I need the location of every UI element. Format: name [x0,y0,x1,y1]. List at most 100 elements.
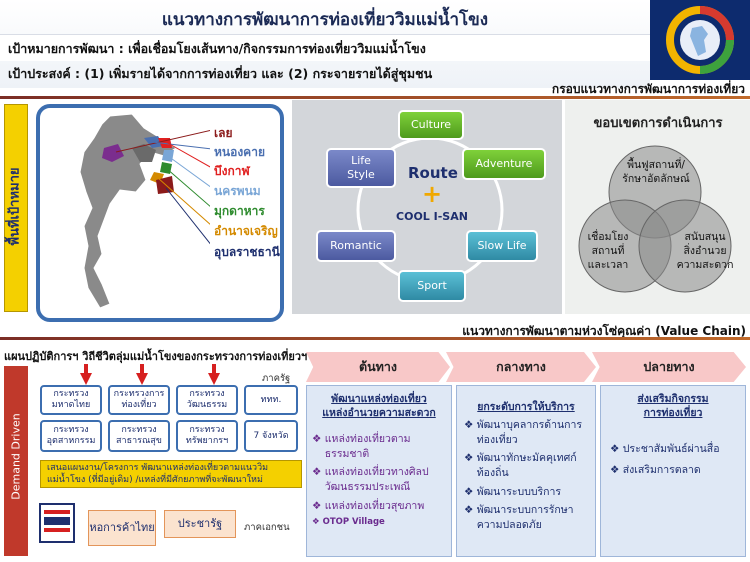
node-romantic: Romantic [316,230,396,262]
downstream-heading-line1: ส่งเสริมกิจกรรม [637,393,709,405]
node-life-style-line1: Life [351,154,371,168]
list-item: ❖ แหล่งท่องเที่ยวสุขภาพ [312,499,425,512]
target-area-tab [4,104,28,312]
down-arrow-icon [80,373,92,385]
province-bueng-kan: บึงกาฬ [214,164,250,178]
circle-restore-line2: รักษาอัตลักษณ์ [622,173,690,186]
ministry-box: กระทรวงอุตสาหกรรม [40,420,102,452]
downstream-heading: ส่งเสริมกิจกรรม การท่องเที่ยว [600,392,746,420]
stage-upstream: ต้นทาง [306,352,450,382]
private-sector-label: ภาคเอกชน [244,522,290,533]
node-sport: Sport [398,270,466,302]
province-mukdahan: มุกดาหาร [214,204,265,218]
thai-flag-icon [39,503,75,543]
bullet-icon: ❖ [312,499,325,512]
bullet-icon: ❖ [312,517,323,528]
circle-restore-line1: พื้นฟูสถานที่/ [627,159,685,171]
downstream-heading-line2: การท่องเที่ยว [643,407,703,420]
bullet-icon: ❖ [464,452,477,465]
circle-support-line1: สนับสนุน [684,231,726,243]
ministry-box: กระทรวงทรัพยากรฯ [176,420,238,452]
value-chain-title: แนวทางการพัฒนาตามห่วงโซ่คุณค่า (Value Ch… [462,324,746,338]
midstream-column [456,385,596,557]
target-area-label: พื้นที่เป้าหมาย [7,167,23,246]
bullet-icon: ❖ [312,433,325,445]
province-nakhon-phanom: นครพนม [214,184,261,198]
ministry-box: กระทรวงวัฒนธรรม [176,385,238,415]
divider [0,337,750,340]
circle-connect-line2: สถานที่ [591,245,625,258]
ministry-box: กระทรวงการท่องเที่ยว [108,385,170,415]
stage-downstream: ปลายทาง [592,352,746,382]
upstream-list: ❖ แหล่งท่องเที่ยวตามธรรมชาติ ❖ แหล่งท่อง… [312,432,448,529]
route-title: Route [408,164,458,182]
down-arrow-icon [208,373,220,385]
list-item: ❖ OTOP Village [312,517,385,528]
list-item: ❖ พัฒนาทักษะมัคคุเทศก์ท้องถิ่น [464,452,577,480]
proposal-line2: แม่น้ำโขง (ที่มีอยู่เดิม) /แหล่งที่มีศัก… [47,474,263,485]
circle-connect-line1: เชื่อมโยง [587,231,629,243]
plus-icon: + [421,180,443,208]
proposal-banner: เสนอแผนงาน/โครงการ พัฒนาแหล่งท่องเที่ยวต… [40,460,302,488]
arrow-stem [140,364,144,374]
province-loei: เลย [214,126,233,140]
divider [0,96,750,99]
arrow-stem [84,364,88,374]
list-item: ❖ พัฒนาระบบการรักษาความปลอดภัย [464,504,574,532]
bullet-icon: ❖ [610,463,623,476]
thailand-map [79,113,210,309]
bullet-icon: ❖ [464,485,477,498]
ministry-box: กระทรวงมหาดไทย [40,385,102,415]
circle-connect-line3: และเวลา [587,259,629,272]
logo-emblem-icon [666,6,734,74]
action-plan-label: แผนปฏิบัติการฯ วิถีชีวิตลุ่มแม่น้ำโขงของ… [4,350,308,363]
arrow-stem [212,364,216,374]
stage-midstream: กลางทาง [446,352,596,382]
node-culture: Culture [398,110,464,140]
scope-title: ขอบเขตการดำเนินการ [593,116,723,131]
development-goal: เป้าหมายการพัฒนา : เพื่อเชื่อมโยงเส้นทาง… [8,41,426,56]
bullet-icon: ❖ [464,504,477,517]
upstream-heading-line2: แหล่งอำนวยความสะดวก [322,407,436,420]
proposal-line1: เสนอแผนงาน/โครงการ พัฒนาแหล่งท่องเที่ยวต… [47,463,269,473]
list-item: ❖ พัฒนาระบบบริการ [464,485,562,498]
public-sector-label: ภาครัฐ [262,373,291,384]
list-item: ❖ แหล่งท่องเที่ยวทางศิลปวัฒนธรรมประเพณี [312,466,429,494]
province-amnat-charoen: อำนาจเจริญ [214,224,278,238]
province-nong-khai: หนองคาย [214,145,265,159]
venn-diagram [578,145,732,293]
node-life-style-line2: Style [347,168,375,181]
goal-strip [0,34,650,61]
circle-support-line2: สิ่งอำนวย [683,245,727,258]
node-adventure: Adventure [462,148,546,180]
downstream-list: ❖ ประชาสัมพันธ์ผ่านสื่อ ❖ ส่งเสริมการตลา… [610,442,740,477]
circle-connect: เชื่อมโยง สถานที่ และเวลา [578,230,638,273]
list-item: ❖ ประชาสัมพันธ์ผ่านสื่อ [610,443,720,455]
upstream-heading: พัฒนาแหล่งท่องเที่ยว แหล่งอำนวยความสะดวก [306,392,452,420]
upstream-heading-line1: พัฒนาแหล่งท่องเที่ยว [331,393,427,405]
cool-isan-label: COOL I-SAN [396,210,468,223]
bullet-icon: ❖ [312,466,325,479]
circle-support: สนับสนุน สิ่งอำนวย ความสะดวก [672,230,738,273]
down-arrow-icon [136,373,148,385]
development-purpose: เป้าประสงค์ : (1) เพิ่มรายได้จากการท่องเ… [8,66,433,81]
ministry-box: ททท. [244,385,298,415]
bullet-icon: ❖ [610,443,623,455]
downstream-column [600,385,746,557]
private-box-pracharat: ประชารัฐ [164,510,236,538]
demand-driven-bar [4,366,28,556]
node-life-style: Life Style [326,148,396,188]
province-ubon-ratchathani: อุบลราชธานี [214,245,280,259]
node-slow-life: Slow Life [466,230,538,262]
circle-support-line3: ความสะดวก [676,259,734,272]
framework-title: กรอบแนวทางการพัฒนาการท่องเที่ยว [551,82,745,96]
upstream-column [306,385,452,557]
private-box-chamber: หอการค้าไทย [88,510,156,546]
midstream-heading: ยกระดับการให้บริการ [477,401,575,413]
bullet-icon: ❖ [464,419,477,431]
logo [650,0,750,80]
list-item: ❖ แหล่งท่องเที่ยวตามธรรมชาติ [312,433,411,460]
circle-restore: พื้นฟูสถานที่/ รักษาอัตลักษณ์ [608,158,704,186]
midstream-list: ❖ พัฒนาบุคลากรด้านการท่องเที่ยว ❖ พัฒนาท… [464,418,592,533]
ministry-box: กระทรวงสาธารณสุข [108,420,170,452]
